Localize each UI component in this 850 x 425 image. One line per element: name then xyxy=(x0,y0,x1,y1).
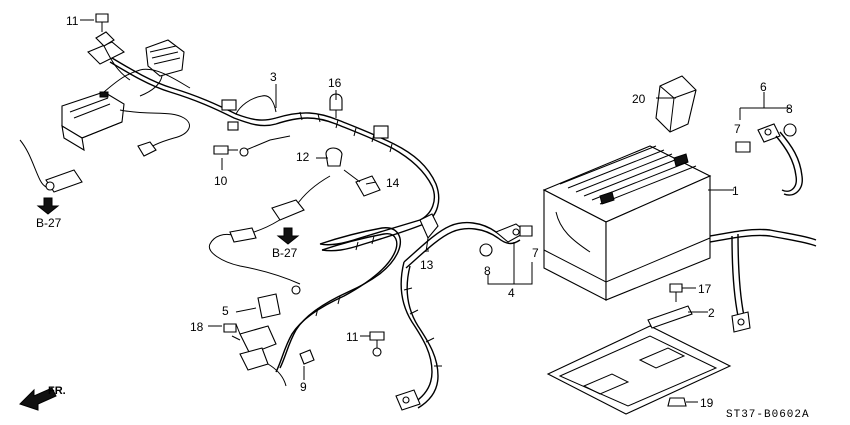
reference-arrows xyxy=(36,197,300,245)
main-harness xyxy=(19,31,440,252)
battery xyxy=(542,145,712,301)
callout-8-mid: 8 xyxy=(484,264,491,278)
callout-16: 16 xyxy=(328,76,342,90)
callout-8-right: 8 xyxy=(786,102,793,116)
callout-5: 5 xyxy=(222,304,229,318)
callout-13: 13 xyxy=(420,258,434,272)
reference-b27-right: B-27 xyxy=(272,246,298,260)
callout-20: 20 xyxy=(632,92,646,106)
diagram-code: ST37-B0602A xyxy=(726,409,810,421)
callout-11-top: 11 xyxy=(66,14,79,28)
callout-7-right: 7 xyxy=(734,122,741,136)
callout-11-lower: 11 xyxy=(346,330,359,344)
callout-12: 12 xyxy=(296,150,310,164)
callout-9: 9 xyxy=(300,380,307,394)
front-direction-arrow xyxy=(19,387,57,411)
callout-19: 19 xyxy=(700,396,714,410)
middle-wiring xyxy=(208,175,527,411)
callout-3: 3 xyxy=(270,70,277,84)
terminal-cover xyxy=(655,75,697,133)
hardware xyxy=(95,13,797,407)
callout-2: 2 xyxy=(708,306,715,320)
callout-1: 1 xyxy=(732,184,739,198)
callout-17: 17 xyxy=(698,282,712,296)
leader-lines xyxy=(80,19,790,403)
callout-10: 10 xyxy=(214,174,228,188)
callout-6: 6 xyxy=(760,80,767,94)
callout-18: 18 xyxy=(190,320,204,334)
callout-14: 14 xyxy=(386,176,400,190)
callout-7-mid: 7 xyxy=(532,246,539,260)
negative-cable xyxy=(709,123,817,333)
front-direction-label: FR. xyxy=(48,385,66,397)
battery-tray xyxy=(546,305,732,415)
reference-b27-left: B-27 xyxy=(36,216,62,230)
callout-4: 4 xyxy=(508,286,515,300)
